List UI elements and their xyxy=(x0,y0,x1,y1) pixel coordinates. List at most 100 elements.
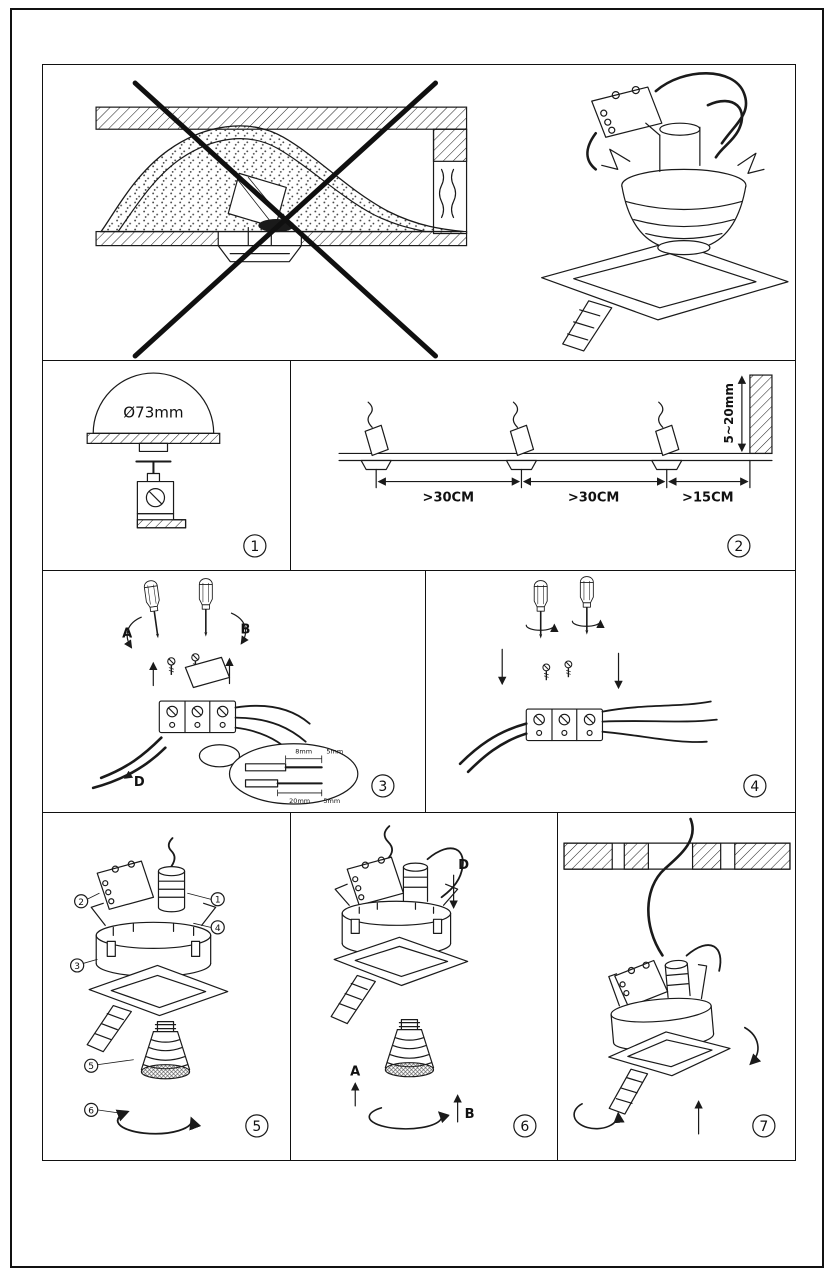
panel-number: 5 xyxy=(252,1119,261,1135)
lampholder-body xyxy=(402,866,429,902)
page-border xyxy=(10,8,824,1268)
part-ref: 6 xyxy=(88,1106,94,1116)
screw-icon xyxy=(167,657,176,676)
panel-tighten: 4 xyxy=(425,570,796,813)
flame-squiggle-icon xyxy=(450,168,457,219)
gu10-lamp xyxy=(140,1020,191,1080)
spacing-diagram: >30CM >30CM >15CM 5~20mm xyxy=(338,374,773,506)
spacing-svg: >30CM >30CM >15CM 5~20mm 2 xyxy=(338,374,773,558)
downlight-symbol xyxy=(360,401,392,471)
fixing-strap xyxy=(86,1004,132,1053)
ceiling-section-drawing xyxy=(95,106,468,263)
wall-section xyxy=(749,374,773,455)
mounting-plate xyxy=(541,240,789,321)
wiring-svg: A B D xyxy=(91,577,395,805)
spring-clip xyxy=(442,883,459,906)
assembled-fixture-drawing: D A B xyxy=(330,825,475,1130)
part-ref: 3 xyxy=(74,962,80,972)
supply-cable xyxy=(91,746,167,790)
panel-number-badge: 2 xyxy=(727,534,751,558)
cable-loop xyxy=(685,944,722,972)
spring-clip-up xyxy=(608,973,620,1007)
curved-arrow xyxy=(123,616,142,649)
tighten-diagram xyxy=(458,575,718,774)
spring-clip-up xyxy=(697,964,708,1000)
panel-insulation-warning xyxy=(42,64,796,361)
downlight-symbol xyxy=(505,401,538,471)
screw-icon xyxy=(564,660,573,678)
strip-dim-label: 5mm xyxy=(326,748,343,756)
step-letter-d: D xyxy=(458,858,469,873)
wire xyxy=(234,716,307,743)
mounting-frame xyxy=(88,964,229,1017)
strip-dim-label: 8mm xyxy=(295,748,312,756)
lampholder-body xyxy=(157,870,186,908)
wire xyxy=(601,730,708,743)
spacing-label: >30CM xyxy=(423,491,475,506)
recess-depth-label: 5~20mm xyxy=(722,383,736,443)
rotate-arrow xyxy=(525,623,559,632)
supply-cable xyxy=(466,732,528,774)
step-letter-d: D xyxy=(134,775,145,790)
strip-dim-label: 20mm xyxy=(289,797,310,805)
wire xyxy=(601,700,712,713)
supply-cable xyxy=(647,817,694,957)
part-callouts: 2 1 4 3 5 6 xyxy=(70,892,225,1117)
terminal-box xyxy=(591,86,663,138)
exploded-view-svg: 2 1 4 3 5 6 5 xyxy=(70,837,269,1138)
panel-wiring: A B D xyxy=(42,570,426,813)
spring-clip xyxy=(201,902,217,926)
fixture-isometric-drawing xyxy=(541,72,789,352)
spacing-label: >15CM xyxy=(682,491,734,506)
ribbed-housing xyxy=(621,185,747,247)
twist-arrow xyxy=(368,1107,450,1130)
dome-cover xyxy=(92,372,215,434)
supply-cable xyxy=(458,722,528,766)
panel-number-badge: 4 xyxy=(743,774,767,798)
fixing-strap xyxy=(330,974,376,1025)
spring-clip xyxy=(737,152,765,174)
cable-loop xyxy=(706,99,744,159)
panel-number: 2 xyxy=(734,539,743,555)
cable-loop xyxy=(426,847,464,899)
mounting-frame xyxy=(608,1031,731,1077)
fixing-strap xyxy=(608,1068,649,1115)
screw-icon xyxy=(542,663,551,681)
part-ref: 2 xyxy=(78,898,84,908)
rotate-arrow xyxy=(571,619,605,628)
flame-squiggle-icon xyxy=(438,168,445,219)
ceiling-insert-svg: 7 xyxy=(563,817,791,1138)
wiring-diagram: A B D xyxy=(91,577,311,790)
cable-loop xyxy=(654,72,748,145)
screwdriver-icon xyxy=(142,579,166,640)
panel-lamp-insert: D A B 6 xyxy=(290,812,558,1161)
part-ref: 4 xyxy=(215,924,221,934)
wire xyxy=(234,704,311,725)
terminal-block xyxy=(525,708,604,742)
wire xyxy=(601,718,718,723)
mounting-frame xyxy=(333,936,469,987)
panel-cutout-size: Ø73mm 1 xyxy=(42,360,291,571)
gu10-lamp xyxy=(384,1018,435,1078)
panel-number: 1 xyxy=(250,539,259,555)
terminal-cover xyxy=(184,656,231,689)
strip-dim-label: 5mm xyxy=(323,797,340,805)
lamp-insert-svg: D A B 6 xyxy=(330,825,537,1138)
step-letter-a: A xyxy=(350,1065,361,1080)
hole-diameter-label: Ø73mm xyxy=(123,403,183,421)
spacing-label: >30CM xyxy=(568,491,620,506)
terminal-block xyxy=(158,700,237,734)
curved-arrow xyxy=(230,612,249,645)
supply-cable xyxy=(99,736,163,780)
top-cable xyxy=(383,825,394,861)
exploded-fixture-drawing xyxy=(86,837,229,1135)
step-letter-b: B xyxy=(465,1107,475,1122)
spring-clip xyxy=(334,883,350,906)
panel-exploded-view: 2 1 4 3 5 6 5 xyxy=(42,812,291,1161)
retainer-ring xyxy=(115,1109,202,1135)
lampholder-body xyxy=(664,963,691,999)
warning-diagram-svg xyxy=(95,72,789,359)
cutout-size-svg: Ø73mm 1 xyxy=(86,372,267,558)
panel-number-badge: 5 xyxy=(245,1114,269,1138)
